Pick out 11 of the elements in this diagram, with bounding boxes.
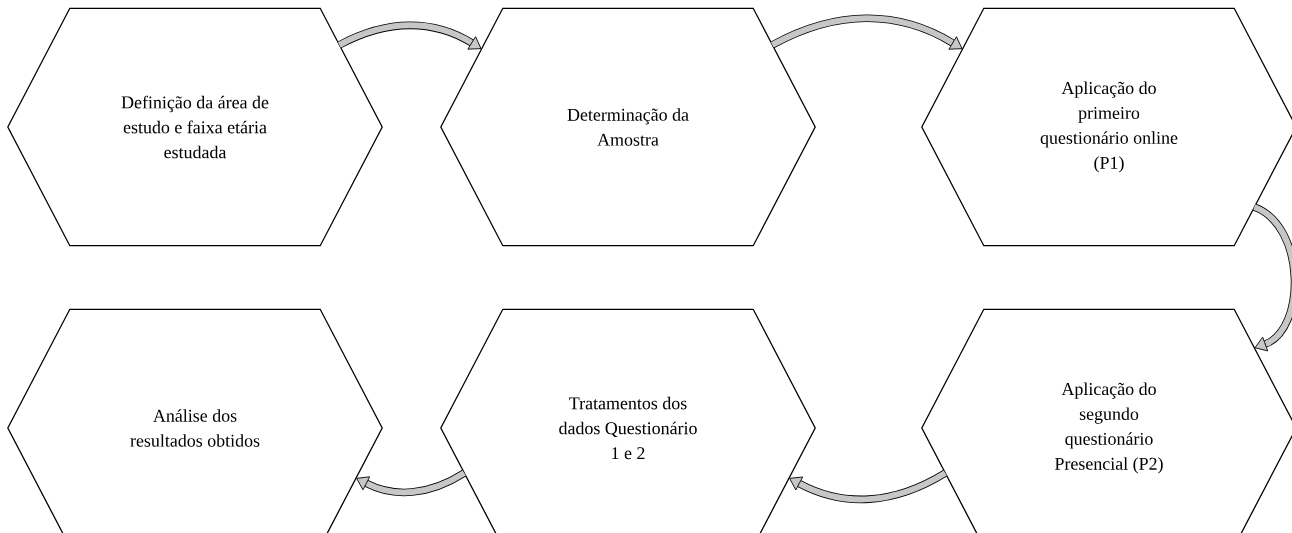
curved-arrow	[337, 21, 482, 50]
hexagon-step: Definição da área de estudo e faixa etária estudada	[7, 7, 383, 247]
hexagon-step: Aplicação do primeiro questionário online (P1)	[921, 7, 1292, 247]
hexagon-step: Análise dos resultados obtidos	[7, 308, 383, 533]
hexagon-step: Determinação da Amostra	[440, 7, 816, 247]
hexagon-step: Tratamentos dos dados Questionário 1 e 2	[440, 308, 816, 533]
curved-arrow	[1252, 203, 1292, 352]
curved-arrow	[770, 14, 963, 50]
curved-arrow	[789, 469, 948, 504]
curved-arrow	[356, 469, 467, 497]
hexagon-step: Aplicação do segundo questionário Presencial (P2)	[921, 308, 1292, 533]
